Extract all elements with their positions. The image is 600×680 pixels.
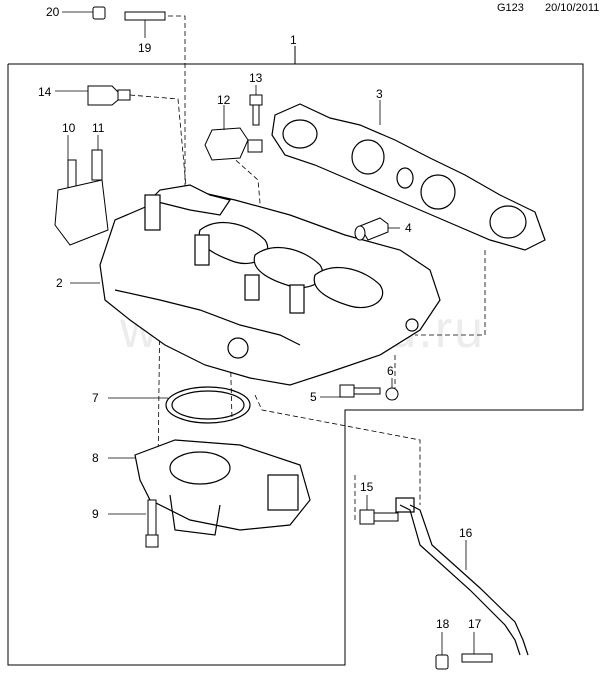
part-4-connector <box>354 217 389 241</box>
diagram-code: G123 <box>497 2 524 14</box>
callout-7: 7 <box>92 391 99 405</box>
callout-20: 20 <box>46 5 60 19</box>
part-7-seal-ring <box>165 386 251 424</box>
part-5-6-bolt <box>339 384 399 401</box>
alignment-line-16 <box>254 394 421 505</box>
part-16-bracket-pipe <box>395 497 529 656</box>
callout-17: 17 <box>468 617 482 631</box>
part-19-20-stud <box>92 6 166 21</box>
part-17-18-fastener <box>435 653 493 670</box>
callout-18: 18 <box>436 617 450 631</box>
callout-12: 12 <box>217 93 231 107</box>
part-14-sensor <box>87 85 131 106</box>
callout-1: 1 <box>290 33 297 47</box>
diagram-date: 20/10/2011 <box>545 2 600 14</box>
alignment-line-19 <box>168 15 186 200</box>
part-10-11-valves <box>54 149 109 246</box>
part-13-bolt <box>249 94 263 126</box>
callout-9: 9 <box>92 507 99 521</box>
part-15-bolt <box>359 509 399 525</box>
part-12-sensor <box>204 127 263 161</box>
callout-11: 11 <box>92 121 105 135</box>
callout-15: 15 <box>360 480 374 494</box>
part-9-bolt <box>145 499 159 548</box>
callout-14: 14 <box>38 85 52 99</box>
alignment-line-3 <box>415 250 486 336</box>
callout-13: 13 <box>249 71 263 85</box>
callout-6: 6 <box>387 364 394 378</box>
alignment-line-throttle-2 <box>229 339 233 421</box>
callout-4: 4 <box>405 221 412 235</box>
intake-gasket <box>271 103 546 251</box>
callout-10: 10 <box>62 121 76 135</box>
callout-2: 2 <box>56 276 63 290</box>
callout-19: 19 <box>138 41 152 55</box>
intake-manifold <box>99 184 441 386</box>
callout-8: 8 <box>92 451 99 465</box>
assembly-frame <box>7 63 584 666</box>
callout-5: 5 <box>310 390 317 404</box>
part-8-throttle-body <box>134 439 311 536</box>
callout-3: 3 <box>376 87 383 101</box>
alignment-line-14 <box>129 94 191 231</box>
callout-16: 16 <box>459 526 473 540</box>
